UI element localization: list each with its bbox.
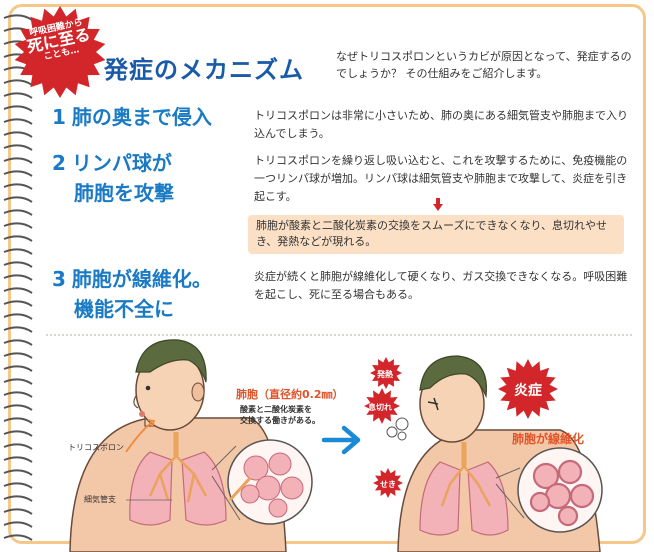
spiral-ring <box>3 196 33 203</box>
fibrosis-zoom <box>495 447 603 533</box>
spiral-ring <box>3 222 33 229</box>
spiral-ring <box>3 521 33 528</box>
symptom-bursts <box>364 357 558 498</box>
step1-number: 1 <box>52 105 66 129</box>
spiral-ring <box>3 417 33 424</box>
spiral-ring <box>3 365 33 372</box>
spiral-ring <box>3 534 33 541</box>
spiral-ring <box>3 508 33 515</box>
label-trichosporon: トリコスポロン <box>68 443 124 452</box>
step3-title-line1: 肺胞が線維化。 <box>71 267 212 291</box>
alveoli-zoom <box>211 439 313 525</box>
label-alveoli-desc-line1: 酸素と二酸化炭素を <box>240 405 312 414</box>
symptom-breath-label: 息切れ <box>368 403 392 412</box>
transition-arrow-icon <box>321 425 361 455</box>
symptom-note: 肺胞が酸素と二酸化炭素の交換をスムーズにできなくなり、息切れやせき、発熱などが現… <box>248 215 624 254</box>
spiral-ring <box>3 183 33 190</box>
spiral-ring <box>3 157 33 164</box>
step2-text: トリコスポロンを繰り返し吸い込むと、これを攻撃するために、免疫機能の一つリンパ球… <box>254 154 628 203</box>
page-title: 発症のメカニズム <box>104 56 304 84</box>
label-alveoli: 肺胞（直径約0.2㎜） <box>236 388 344 401</box>
spiral-ring <box>3 469 33 476</box>
spiral-ring <box>3 274 33 281</box>
step3-text: 炎症が続くと肺胞が線維化して硬くなり、ガス交換できなくなる。呼吸困難を起こし、死… <box>254 270 628 301</box>
step2-title-line2: 肺胞を攻撃 <box>74 181 174 205</box>
label-alveoli-desc-line2: 交換する働きがある。 <box>240 416 320 425</box>
spiral-ring <box>3 92 33 99</box>
spiral-ring <box>3 339 33 346</box>
intro-text: なぜトリコスポロンというカビが原因となって、発症するのでしょうか？ その仕組みを… <box>336 50 632 80</box>
step3-number: 3 <box>52 267 66 291</box>
spiral-ring <box>3 118 33 125</box>
down-arrow-stem <box>436 198 440 205</box>
label-bronchiole: 細気管支 <box>84 495 116 504</box>
step1-text: トリコスポロンは非常に小さいため、肺の奥にある細気管支や肺胞まで入り込んでしまう… <box>254 109 628 140</box>
down-arrow-icon <box>433 204 443 211</box>
fibrosis-label: 肺胞が線維化 <box>512 432 585 446</box>
spiral-ring <box>3 352 33 359</box>
spiral-ring <box>3 482 33 489</box>
spiral-ring <box>3 391 33 398</box>
step2-number: 2 <box>52 151 66 175</box>
step3-title-line2: 機能不全に <box>74 297 174 321</box>
spiral-binding <box>3 14 33 541</box>
spiral-ring <box>3 456 33 463</box>
spiral-ring <box>3 14 33 21</box>
spiral-ring <box>3 378 33 385</box>
spiral-ring <box>3 261 33 268</box>
spiral-ring <box>3 170 33 177</box>
section-divider <box>46 334 632 336</box>
warning-starburst-icon <box>14 6 106 98</box>
spiral-ring <box>3 404 33 411</box>
spiral-ring <box>3 326 33 333</box>
spiral-ring <box>3 430 33 437</box>
step2-title-line1: リンパ球が <box>71 151 172 175</box>
spiral-ring <box>3 144 33 151</box>
step1-title: 肺の奥まで侵入 <box>71 105 212 129</box>
symptom-cough-label: せき <box>380 480 396 489</box>
spiral-ring <box>3 105 33 112</box>
spiral-ring <box>3 443 33 450</box>
label-alveoli-desc: 酸素と二酸化炭素を 交換する働きがある。 <box>240 404 320 426</box>
spiral-ring <box>3 495 33 502</box>
spiral-ring <box>3 79 33 86</box>
spiral-ring <box>3 235 33 242</box>
spiral-ring <box>3 313 33 320</box>
spiral-ring <box>3 248 33 255</box>
spiral-ring <box>3 287 33 294</box>
spiral-ring <box>3 131 33 138</box>
inflammation-label: 炎症 <box>514 383 542 399</box>
spiral-ring <box>3 300 33 307</box>
spiral-ring <box>3 209 33 216</box>
symptom-fever-label: 発熱 <box>377 370 393 379</box>
left-lungs-illustration <box>129 432 227 526</box>
